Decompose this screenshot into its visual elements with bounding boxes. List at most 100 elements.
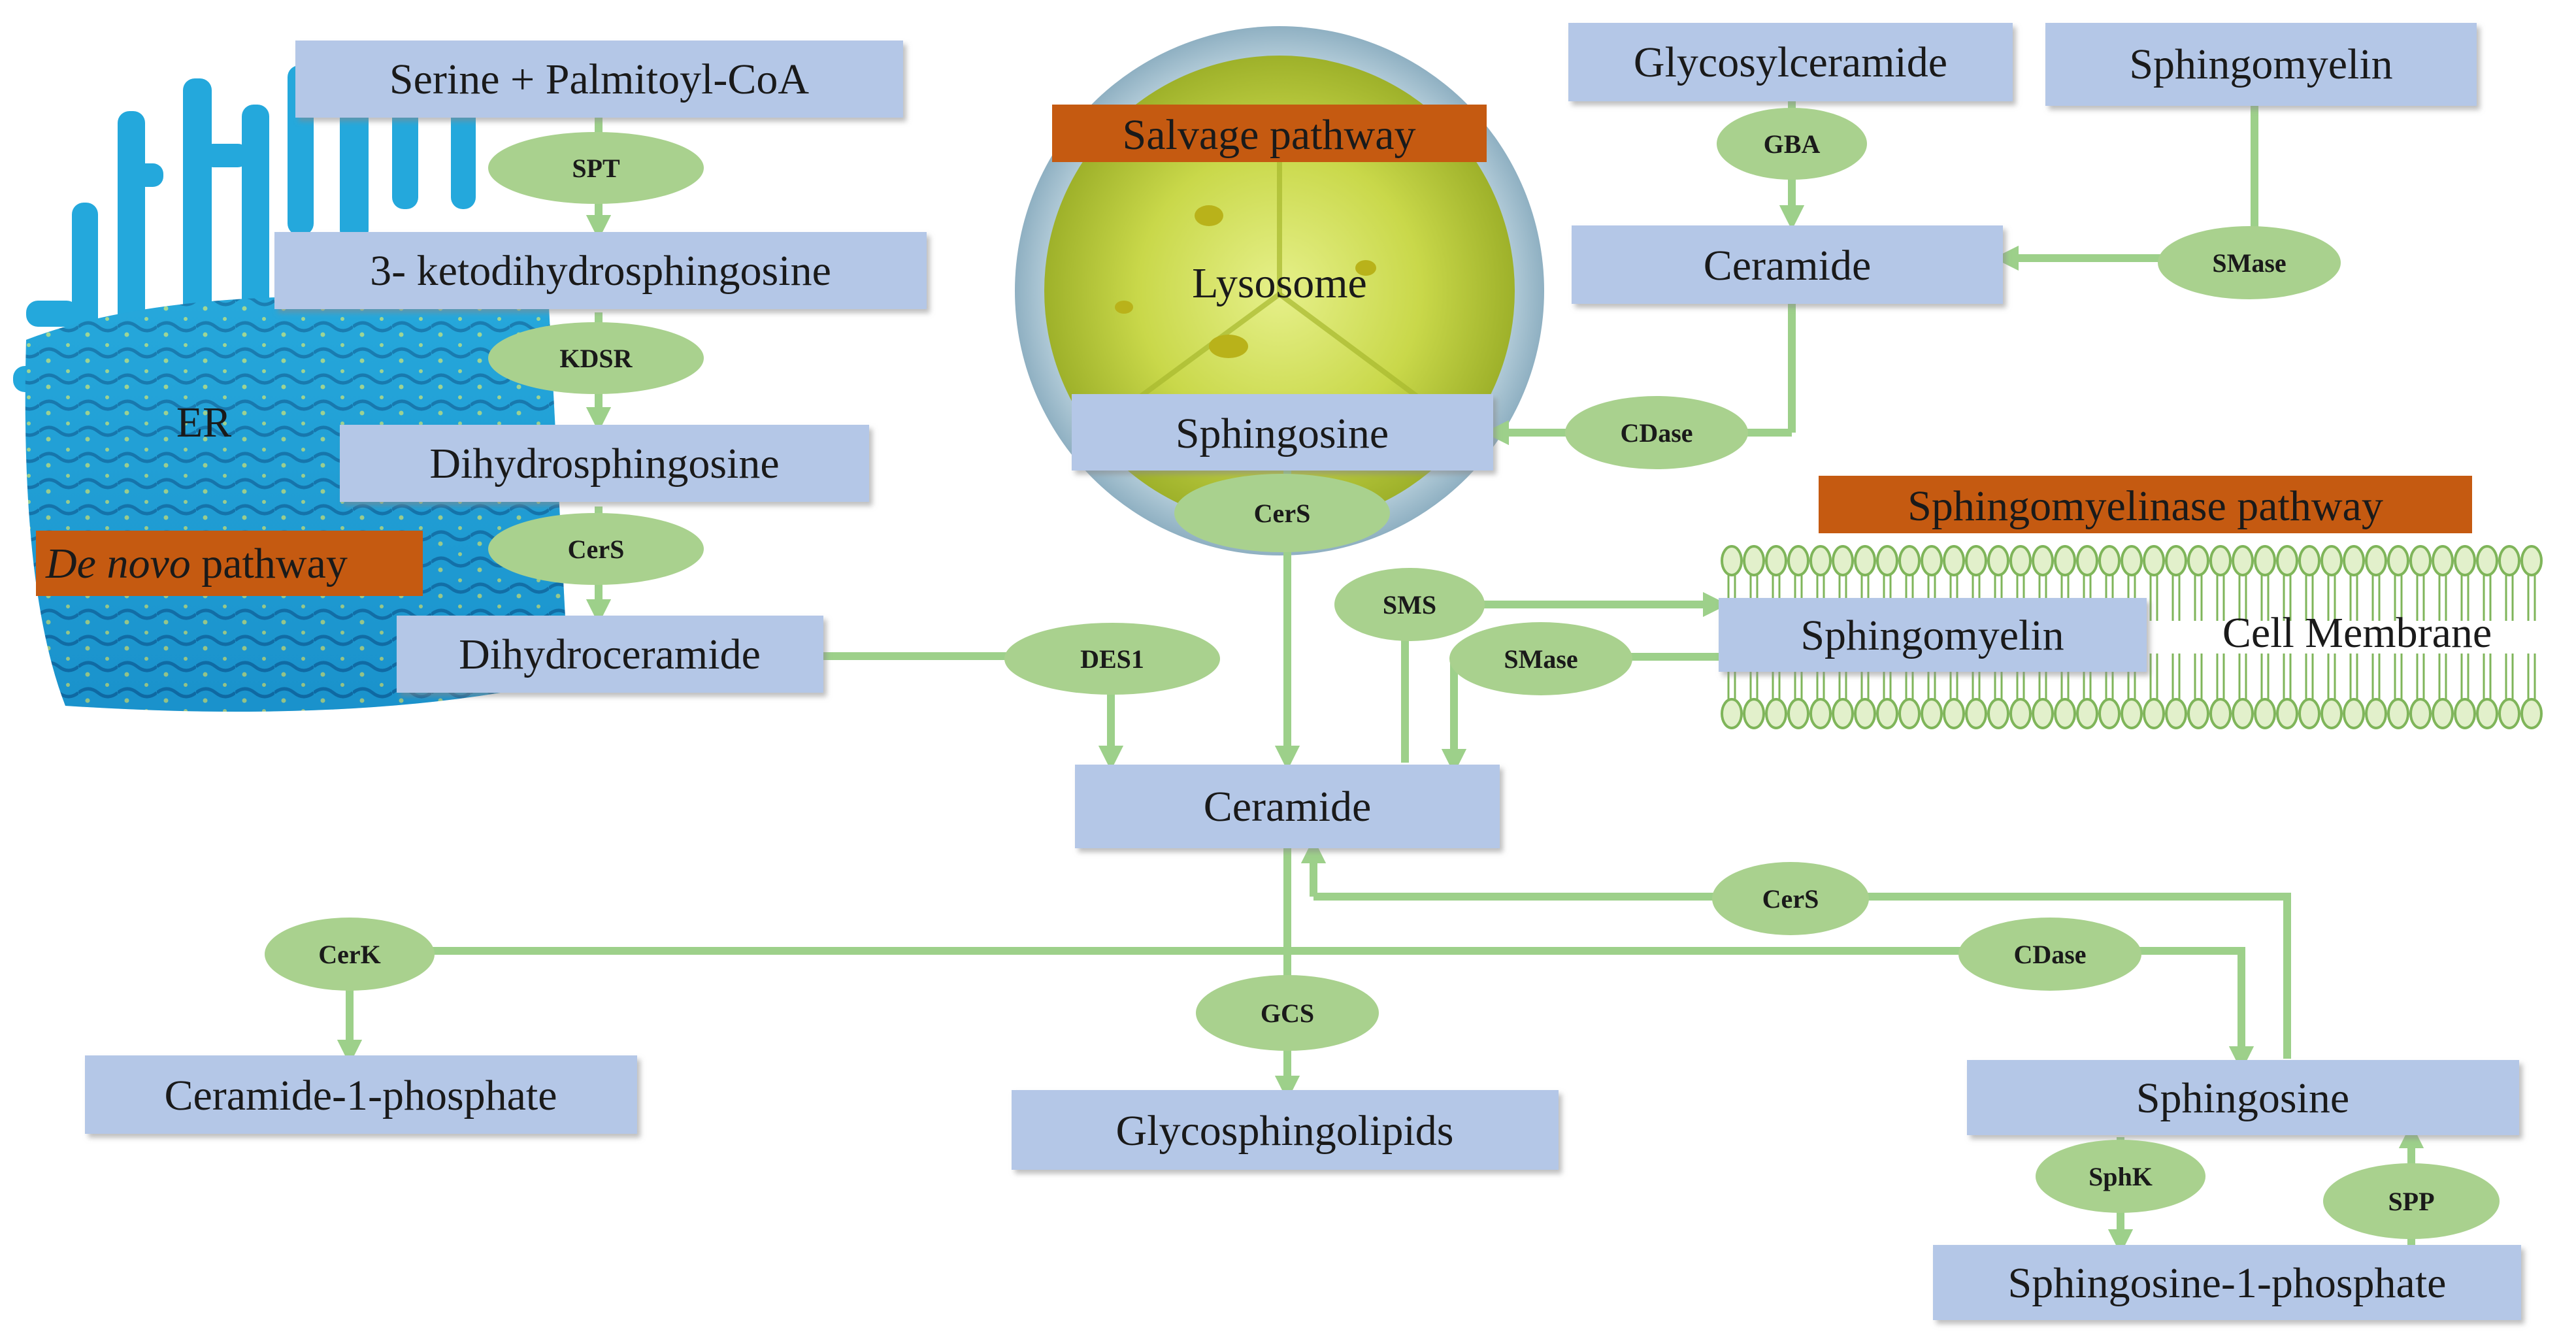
enzyme-cdase-top: CDase [1565, 396, 1748, 469]
lipid-head [2032, 698, 2054, 729]
de-novo-italic: De novo [45, 540, 191, 588]
enzyme-gcs: GCS [1196, 975, 1379, 1051]
box-sphingomyelin-top: Sphingomyelin [2045, 23, 2477, 106]
svg-text:Glycosylceramide: Glycosylceramide [1634, 39, 1947, 86]
svg-text:SMase: SMase [2212, 248, 2286, 278]
svg-text:De novo pathway: De novo pathway [45, 540, 348, 588]
lipid-head [1854, 698, 1876, 729]
box-ceramide-1-phosphate: Ceramide-1-phosphate [85, 1055, 637, 1134]
svg-text:Ceramide-1-phosphate: Ceramide-1-phosphate [164, 1072, 557, 1119]
svg-text:KDSR: KDSR [559, 344, 633, 373]
svg-text:SMS: SMS [1383, 590, 1436, 620]
svg-text:SMase: SMase [1504, 644, 1577, 674]
svg-text:Sphingosine: Sphingosine [1176, 410, 1389, 457]
lipid-head [1832, 545, 1854, 576]
lipid-head [1943, 698, 1965, 729]
svg-text:CDase: CDase [2013, 940, 2086, 969]
lipid-head [2476, 698, 2498, 729]
sphingomyelinase-pathway-text: Sphingomyelinase pathway [1907, 482, 2383, 530]
lipid-head [2276, 698, 2298, 729]
svg-text:CDase: CDase [1620, 418, 1693, 448]
lipid-head [2232, 545, 2254, 576]
lipid-head [2009, 698, 2032, 729]
box-glycosylceramide: Glycosylceramide [1568, 23, 2013, 101]
svg-text:SPT: SPT [572, 154, 620, 183]
lipid-head [2276, 545, 2298, 576]
lipid-head [2121, 545, 2143, 576]
lipid-head [1876, 698, 1898, 729]
lipid-head [1898, 545, 1921, 576]
lipid-head [2365, 698, 2387, 729]
lipid-head [2409, 545, 2432, 576]
lipid-head [2320, 545, 2343, 576]
lipid-head [2054, 545, 2076, 576]
lipid-head [1765, 698, 1787, 729]
svg-text:Sphingomyelin: Sphingomyelin [2129, 41, 2392, 88]
lipid-head [1987, 698, 2009, 729]
enzyme-spt: SPT [488, 132, 704, 204]
svg-text:Dihydrosphingosine: Dihydrosphingosine [429, 440, 779, 488]
lipid-head [2254, 698, 2276, 729]
lysosome-label: Lysosome [1192, 259, 1367, 307]
lipid-head [1854, 545, 1876, 576]
lipid-head [2298, 698, 2320, 729]
label-sphingomyelinase-pathway: Sphingomyelinase pathway [1819, 476, 2472, 533]
lipid-head [1809, 698, 1832, 729]
svg-text:CerK: CerK [318, 940, 381, 969]
svg-text:GCS: GCS [1261, 999, 1314, 1028]
lipid-head [1965, 698, 1987, 729]
svg-text:3- ketodihydrosphingosine: 3- ketodihydrosphingosine [370, 247, 831, 295]
lipid-head [2520, 698, 2543, 729]
lipid-head [1743, 698, 1765, 729]
lipid-head [2121, 698, 2143, 729]
salvage-pathway-text: Salvage pathway [1122, 111, 1415, 159]
label-de-novo-pathway: De novo pathway [36, 531, 423, 596]
enzyme-des1: DES1 [1004, 623, 1220, 695]
lipid-head [2520, 545, 2543, 576]
lipid-head [1832, 698, 1854, 729]
box-sphingosine-1-phosphate: Sphingosine-1-phosphate [1933, 1245, 2521, 1320]
enzyme-sms: SMS [1334, 568, 1485, 641]
box-ceramide-top: Ceramide [1572, 225, 2003, 304]
lipid-head [2209, 545, 2232, 576]
lipid-head [2254, 545, 2276, 576]
box-dihydrosphingosine: Dihydrosphingosine [340, 425, 869, 502]
lipid-head [1765, 545, 1787, 576]
lipid-head [1743, 545, 1765, 576]
lipid-head [2343, 545, 2365, 576]
lipid-head [2032, 545, 2054, 576]
lipid-head [2098, 698, 2121, 729]
svg-text:Ceramide: Ceramide [1204, 783, 1372, 831]
lipid-head [2054, 698, 2076, 729]
box-dihydroceramide: Dihydroceramide [397, 616, 823, 693]
lipid-head [2387, 545, 2409, 576]
lipid-head [2343, 698, 2365, 729]
lipid-head [2498, 545, 2520, 576]
svg-text:Sphingosine-1-phosphate: Sphingosine-1-phosphate [2008, 1259, 2447, 1307]
lipid-head [2365, 545, 2387, 576]
lipid-head [1965, 545, 1987, 576]
lipid-head [1876, 545, 1898, 576]
lipid-head [2187, 545, 2209, 576]
lipid-head [2187, 698, 2209, 729]
lipid-head [2165, 545, 2187, 576]
svg-text:Serine + Palmitoyl-CoA: Serine + Palmitoyl-CoA [389, 56, 810, 103]
enzyme-cdase-right: CDase [1958, 918, 2141, 991]
lipid-head [2432, 545, 2454, 576]
enzyme-cers-salvage: CerS [1174, 474, 1390, 552]
enzyme-kdsr: KDSR [488, 322, 704, 394]
lipid-head [2076, 545, 2098, 576]
svg-text:SPP: SPP [2388, 1187, 2434, 1216]
lipid-head [1721, 545, 1743, 576]
enzyme-cers-denovo: CerS [488, 513, 704, 585]
lipid-head [2476, 545, 2498, 576]
svg-text:SphK: SphK [2089, 1162, 2153, 1191]
svg-text:GBA: GBA [1764, 129, 1821, 159]
lipid-head [2232, 698, 2254, 729]
svg-text:Glycosphingolipids: Glycosphingolipids [1115, 1107, 1453, 1155]
lipid-head [2320, 698, 2343, 729]
lipid-head [2098, 545, 2121, 576]
svg-text:DES1: DES1 [1080, 644, 1144, 674]
enzyme-smase-top: SMase [2158, 226, 2341, 299]
lipid-head [2454, 698, 2476, 729]
